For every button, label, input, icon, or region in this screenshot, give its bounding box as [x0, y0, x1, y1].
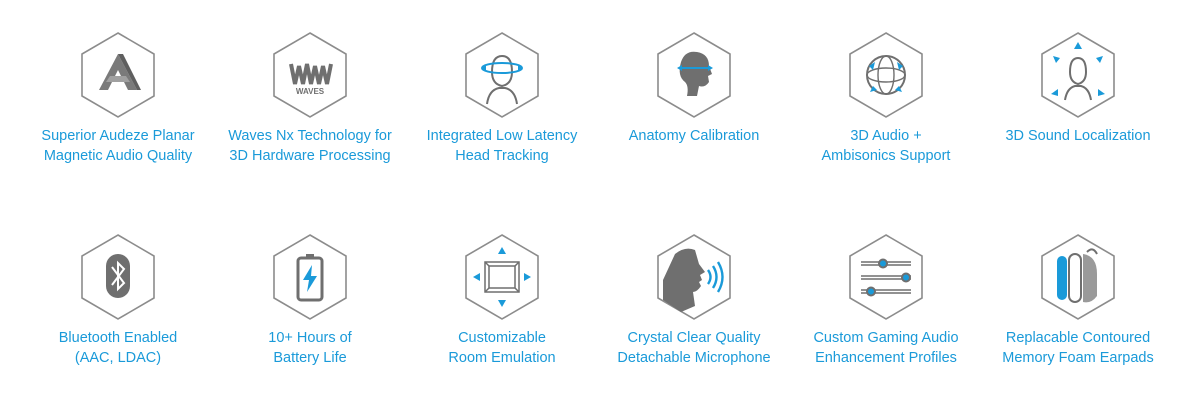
feature-earpads: Replacable Contoured Memory Foam Earpads — [978, 234, 1178, 368]
sound-localization-icon — [1041, 32, 1115, 118]
feature-anatomy: Anatomy Calibration — [594, 32, 794, 146]
earpads-icon — [1041, 234, 1115, 320]
feature-microphone: Crystal Clear Quality Detachable Microph… — [594, 234, 794, 368]
equalizer-sliders-icon — [849, 234, 923, 320]
microphone-face-icon — [657, 234, 731, 320]
feature-sound-localization: 3D Sound Localization — [978, 32, 1178, 146]
feature-label: Bluetooth Enabled (AAC, LDAC) — [58, 330, 178, 366]
feature-label: Custom Gaming Audio Enhancement Profiles — [813, 330, 959, 366]
svg-text:WAVES: WAVES — [296, 87, 325, 96]
feature-room-emulation: Customizable Room Emulation — [402, 234, 602, 368]
sphere-icon — [849, 32, 923, 118]
feature-label: Crystal Clear Quality Detachable Microph… — [617, 330, 771, 366]
feature-head-tracking: Integrated Low Latency Head Tracking — [402, 32, 602, 166]
audeze-logo-icon — [81, 32, 155, 118]
bluetooth-icon — [81, 234, 155, 320]
feature-audeze: Superior Audeze Planar Magnetic Audio Qu… — [18, 32, 218, 166]
waves-logo-icon: WAVES — [273, 32, 347, 118]
battery-icon — [273, 234, 347, 320]
head-tracking-icon — [465, 32, 539, 118]
feature-gaming-profiles: Custom Gaming Audio Enhancement Profiles — [786, 234, 986, 368]
feature-label: Waves Nx Technology for 3D Hardware Proc… — [228, 128, 392, 164]
feature-label: 10+ Hours of Battery Life — [268, 330, 352, 366]
anatomy-profile-icon — [657, 32, 731, 118]
feature-3d-audio: 3D Audio + Ambisonics Support — [786, 32, 986, 166]
feature-label: Customizable Room Emulation — [448, 330, 556, 366]
feature-label: Integrated Low Latency Head Tracking — [426, 128, 578, 164]
room-cube-icon — [465, 234, 539, 320]
feature-battery: 10+ Hours of Battery Life — [210, 234, 410, 368]
feature-label: 3D Sound Localization — [1005, 128, 1151, 144]
feature-waves: WAVES Waves Nx Technology for 3D Hardwar… — [210, 32, 410, 166]
feature-bluetooth: Bluetooth Enabled (AAC, LDAC) — [18, 234, 218, 368]
feature-label: Replacable Contoured Memory Foam Earpads — [1002, 330, 1154, 366]
feature-label: 3D Audio + Ambisonics Support — [821, 128, 951, 164]
feature-label: Anatomy Calibration — [628, 128, 760, 144]
feature-label: Superior Audeze Planar Magnetic Audio Qu… — [41, 128, 195, 164]
